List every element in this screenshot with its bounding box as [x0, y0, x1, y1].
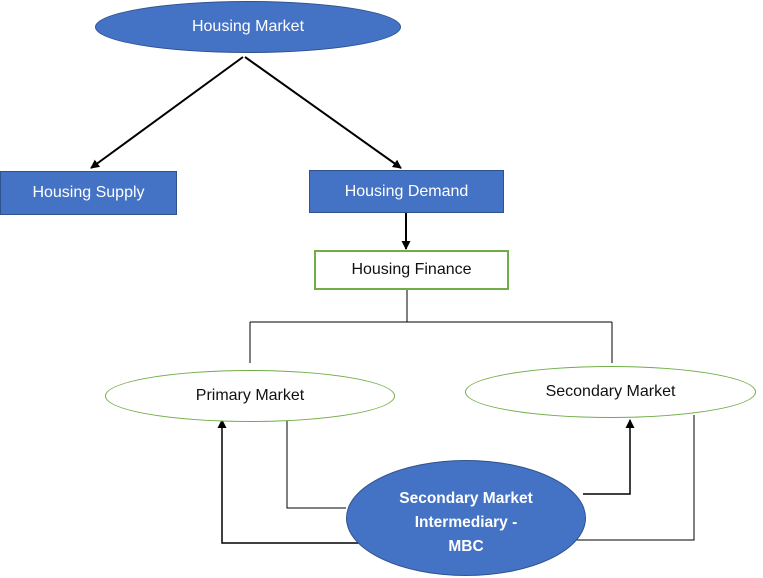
secondary-market-label: Secondary Market — [545, 383, 676, 400]
intermediary-text-clip: Secondary Market Intermediary - MBC — [347, 487, 585, 551]
housing-market-node: Housing Market — [95, 1, 401, 53]
intermediary-line-3: MBC — [448, 538, 484, 551]
housing-finance-label: Housing Finance — [351, 261, 472, 278]
secondary-market-node: Secondary Market — [465, 366, 756, 418]
intermediary-line-1: Secondary Market — [399, 490, 533, 507]
housing-demand-node: Housing Demand — [309, 170, 504, 213]
primary-market-label: Primary Market — [195, 387, 305, 404]
housing-supply-label: Housing Supply — [32, 184, 145, 201]
arrow-intermediary-to-primary — [217, 419, 359, 544]
primary-market-node: Primary Market — [105, 370, 395, 422]
secondary-market-intermediary-node: Secondary Market Intermediary - MBC — [346, 460, 586, 576]
line-primary-to-intermediary — [286, 418, 346, 509]
arrow-market-to-supply — [90, 56, 244, 169]
housing-supply-node: Housing Supply — [0, 171, 177, 215]
housing-demand-label: Housing Demand — [344, 182, 469, 200]
line-secondary-to-intermediary — [576, 415, 695, 541]
arrow-market-to-demand — [244, 56, 402, 169]
finance-bracket-connector — [249, 290, 613, 363]
housing-market-label: Housing Market — [191, 18, 305, 35]
housing-finance-node: Housing Finance — [314, 250, 509, 290]
arrow-intermediary-to-secondary — [583, 419, 635, 495]
intermediary-line-2: Intermediary - — [414, 514, 518, 531]
